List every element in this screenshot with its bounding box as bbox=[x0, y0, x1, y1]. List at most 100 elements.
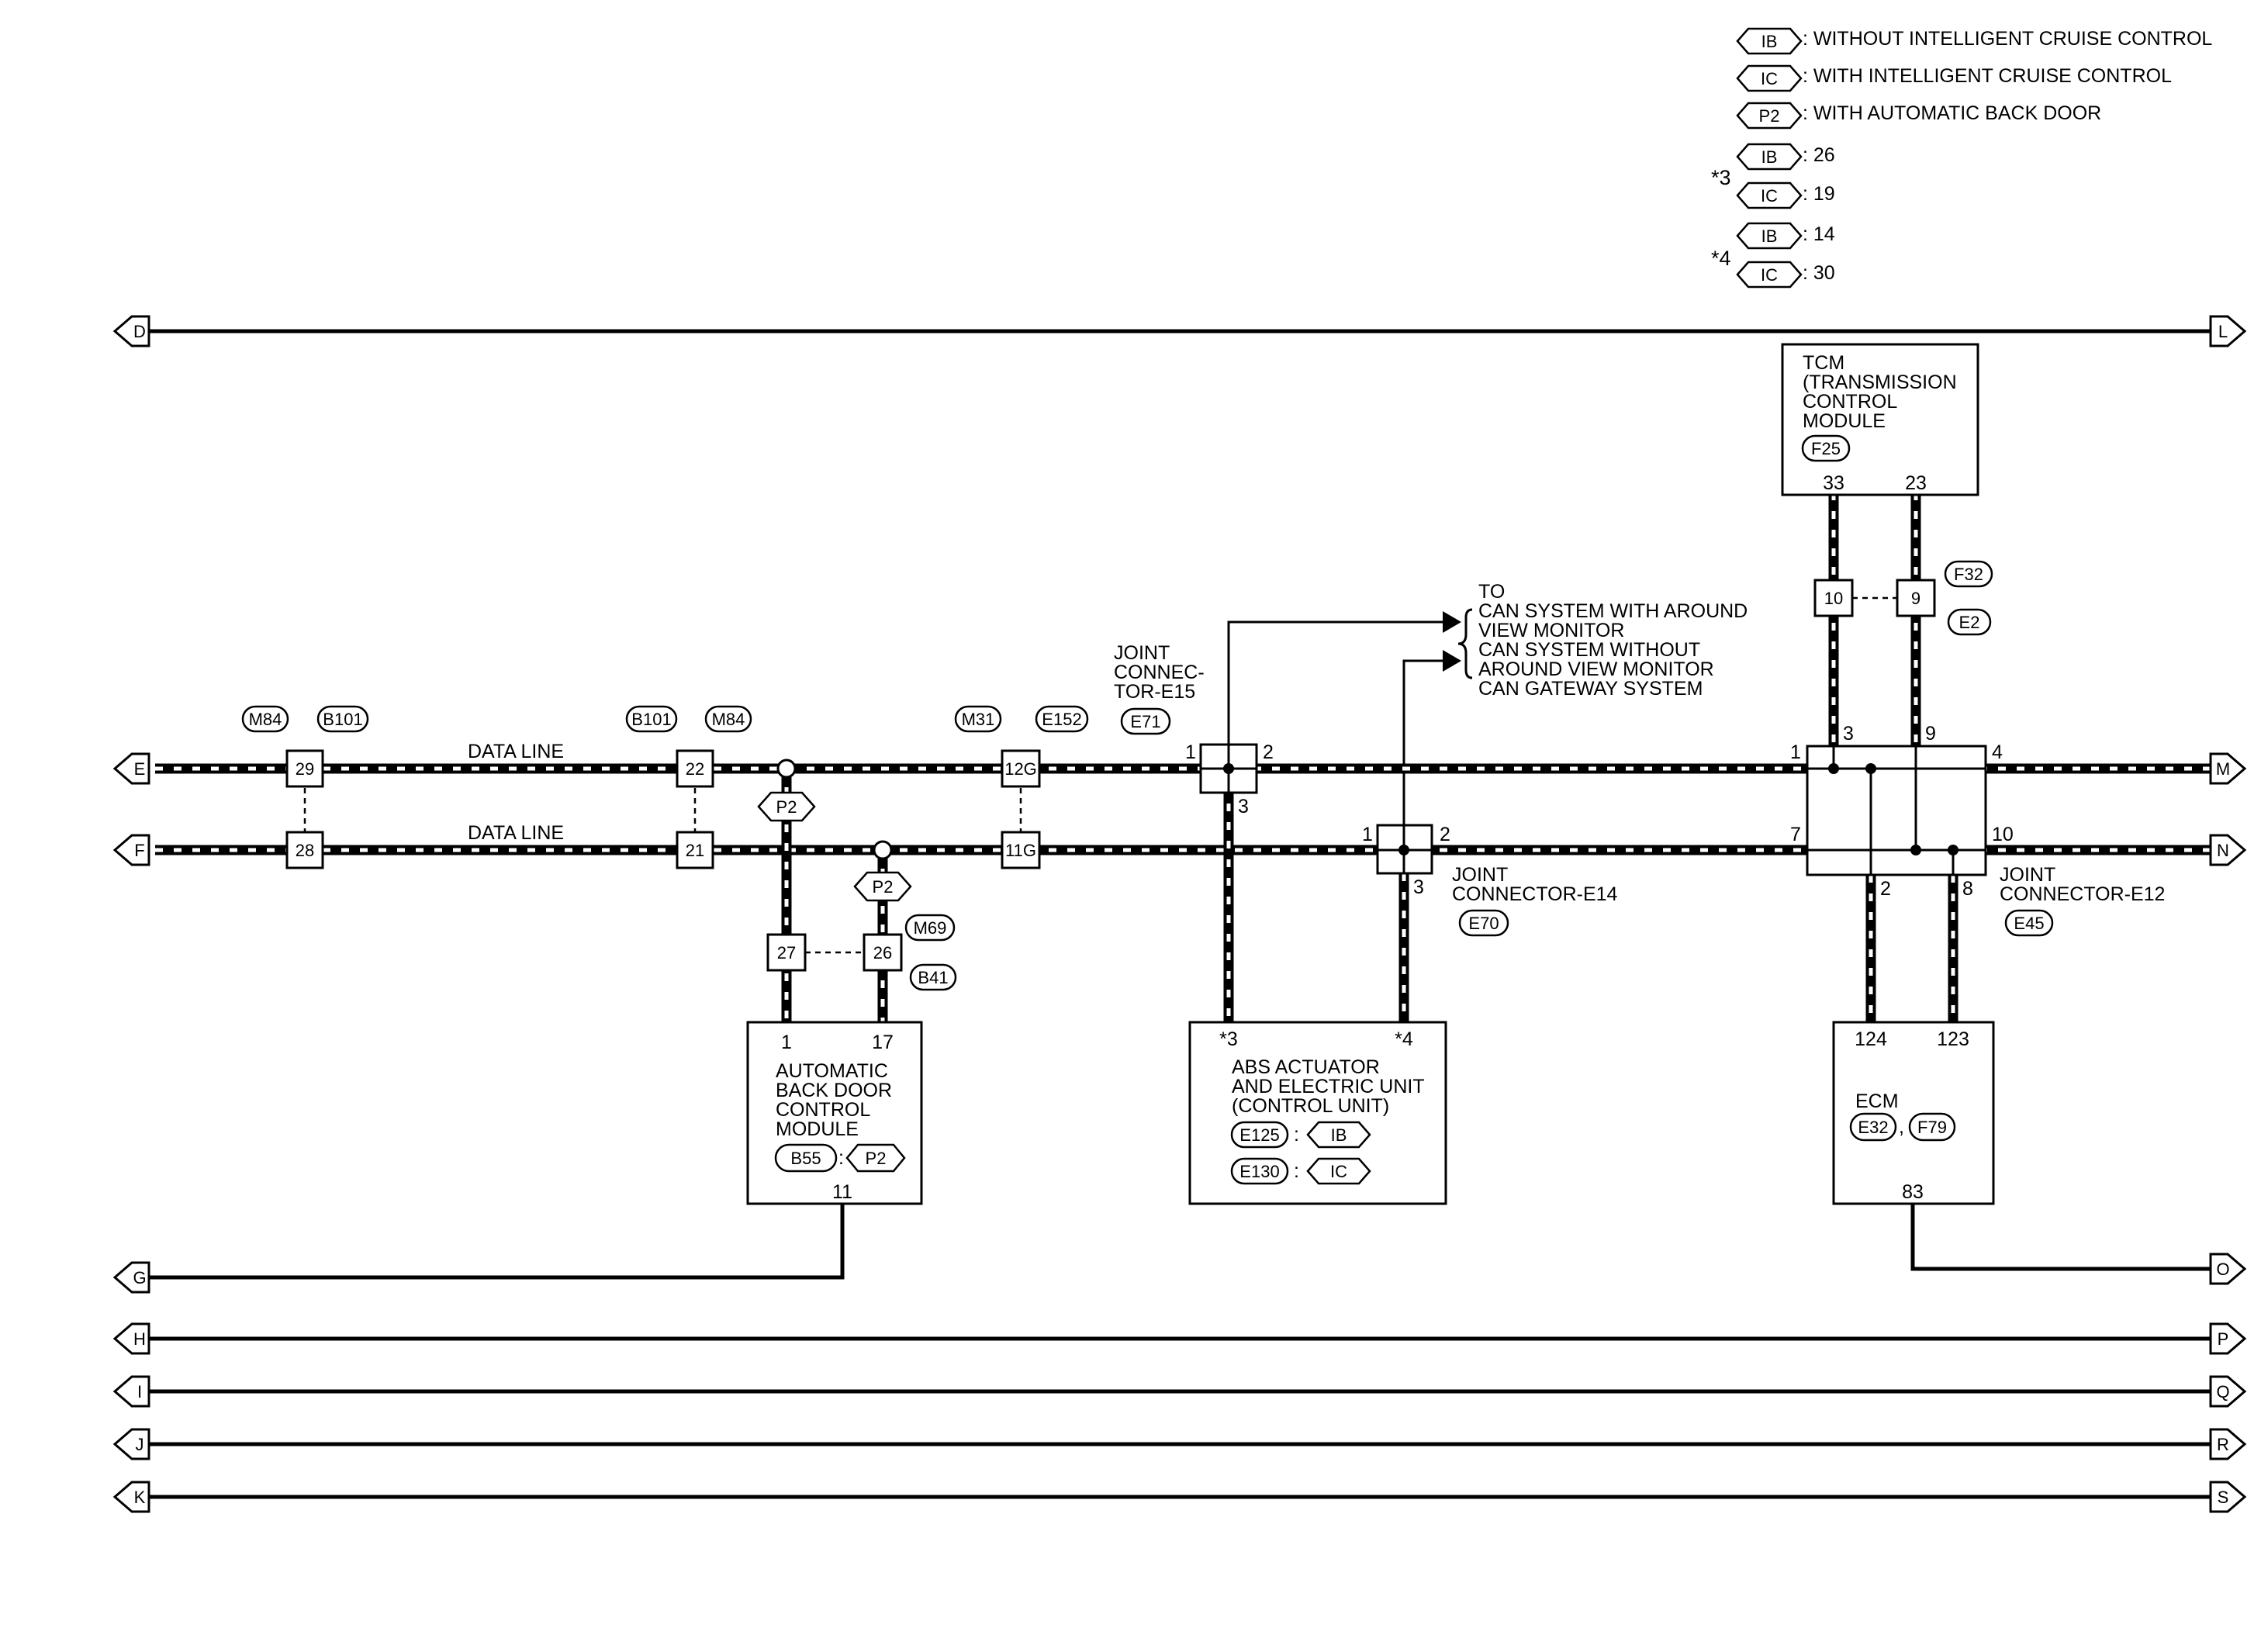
svg-text:B101: B101 bbox=[631, 710, 671, 729]
svg-text:N: N bbox=[2217, 841, 2229, 860]
svg-text:S: S bbox=[2218, 1488, 2229, 1507]
svg-text:1: 1 bbox=[1185, 741, 1196, 763]
svg-text:ECM: ECM bbox=[1855, 1090, 1899, 1112]
svg-text:1: 1 bbox=[1790, 741, 1801, 763]
automatic-back-door-control-module: 1 17 AUTOMATIC BACK DOOR CONTROL MODULE … bbox=[746, 1021, 923, 1205]
terminal-g: G bbox=[112, 1261, 150, 1294]
svg-text:P2: P2 bbox=[866, 1149, 887, 1168]
svg-text:B55: B55 bbox=[790, 1149, 821, 1168]
legend-item-p2: P2 : WITH AUTOMATIC BACK DOOR bbox=[1736, 102, 2101, 130]
legend: IB : WITHOUT INTELLIGENT CRUISE CONTROL … bbox=[1711, 27, 2212, 289]
svg-text:23: 23 bbox=[1905, 472, 1927, 494]
svg-text:7: 7 bbox=[1790, 824, 1801, 845]
legend-item-ic: IC : WITH INTELLIGENT CRUISE CONTROL bbox=[1736, 64, 2172, 92]
svg-text:10: 10 bbox=[1992, 824, 2014, 845]
terminal-m: M bbox=[2209, 752, 2247, 785]
svg-text:: 14: : 14 bbox=[1803, 223, 1835, 245]
svg-text:IC: IC bbox=[1761, 186, 1778, 206]
terminal-f: F bbox=[112, 834, 150, 866]
svg-text:MODULE: MODULE bbox=[1803, 410, 1886, 432]
svg-text:83: 83 bbox=[1902, 1181, 1924, 1203]
svg-text:M31: M31 bbox=[962, 710, 995, 729]
svg-text:E32: E32 bbox=[1858, 1118, 1888, 1137]
svg-text:M84: M84 bbox=[712, 710, 745, 729]
svg-text:K: K bbox=[134, 1488, 146, 1507]
connector-m84-b101-left: M84 B101 29 28 bbox=[241, 705, 369, 869]
svg-text:28: 28 bbox=[296, 841, 314, 860]
svg-text:1: 1 bbox=[1362, 824, 1373, 845]
svg-text:JOINT: JOINT bbox=[2000, 864, 2055, 886]
terminal-p: P bbox=[2209, 1322, 2247, 1355]
terminal-q: Q bbox=[2209, 1375, 2247, 1408]
svg-text:P: P bbox=[2218, 1329, 2229, 1349]
svg-text:*4: *4 bbox=[1711, 247, 1731, 270]
svg-text:AUTOMATIC: AUTOMATIC bbox=[776, 1060, 888, 1082]
svg-text:B101: B101 bbox=[323, 710, 362, 729]
svg-text:: 19: : 19 bbox=[1803, 183, 1835, 205]
svg-text:: 30: : 30 bbox=[1803, 262, 1835, 284]
terminal-k: K bbox=[112, 1481, 150, 1513]
terminal-n: N bbox=[2209, 834, 2247, 866]
svg-text:33: 33 bbox=[1823, 472, 1844, 494]
svg-text:3: 3 bbox=[1413, 876, 1424, 898]
terminal-e: E bbox=[112, 752, 150, 785]
svg-text:D: D bbox=[133, 322, 146, 341]
svg-text:CONTROL: CONTROL bbox=[776, 1099, 870, 1121]
tcm-module: TCM (TRANSMISSION CONTROL MODULE F25 33 … bbox=[1781, 343, 1979, 496]
svg-text:TCM: TCM bbox=[1803, 352, 1844, 374]
svg-text:9: 9 bbox=[1911, 589, 1920, 608]
svg-text:(CONTROL UNIT): (CONTROL UNIT) bbox=[1232, 1095, 1389, 1117]
svg-text:B41: B41 bbox=[918, 968, 948, 987]
can-branches bbox=[781, 492, 1958, 1022]
terminal-r: R bbox=[2209, 1428, 2247, 1460]
svg-text:: WITHOUT INTELLIGENT CRUISE C: : WITHOUT INTELLIGENT CRUISE CONTROL bbox=[1803, 28, 2212, 50]
data-line-label-high: DATA LINE bbox=[468, 741, 564, 762]
svg-text:IC: IC bbox=[1330, 1162, 1347, 1181]
svg-text:CAN SYSTEM WITHOUT: CAN SYSTEM WITHOUT bbox=[1478, 639, 1700, 661]
svg-text:2: 2 bbox=[1880, 878, 1891, 900]
terminal-h: H bbox=[112, 1322, 150, 1355]
svg-text:: WITH AUTOMATIC BACK DOOR: : WITH AUTOMATIC BACK DOOR bbox=[1803, 102, 2101, 124]
svg-text:E130: E130 bbox=[1239, 1162, 1279, 1181]
svg-text:TO: TO bbox=[1478, 581, 1505, 603]
svg-text:IC: IC bbox=[1761, 69, 1778, 88]
svg-text:124: 124 bbox=[1855, 1028, 1887, 1050]
svg-text:J: J bbox=[136, 1435, 144, 1454]
abs-actuator-electric-unit: *3 *4 ABS ACTUATOR AND ELECTRIC UNIT (CO… bbox=[1188, 1021, 1447, 1205]
svg-text:IB: IB bbox=[1761, 226, 1778, 246]
svg-text:(TRANSMISSION: (TRANSMISSION bbox=[1803, 372, 1957, 393]
svg-text:AND ELECTRIC UNIT: AND ELECTRIC UNIT bbox=[1232, 1076, 1425, 1097]
connector-m69-b41: 27 26 M69 B41 bbox=[766, 914, 957, 991]
svg-text:H: H bbox=[133, 1329, 146, 1349]
svg-text:IC: IC bbox=[1761, 265, 1778, 285]
data-line-label-low: DATA LINE bbox=[468, 822, 564, 844]
svg-text:E45: E45 bbox=[2014, 914, 2044, 933]
svg-text:P2: P2 bbox=[776, 797, 797, 817]
p2-splice-high: P2 bbox=[757, 759, 816, 822]
svg-text:P2: P2 bbox=[1759, 106, 1780, 126]
svg-text:AROUND VIEW MONITOR: AROUND VIEW MONITOR bbox=[1478, 658, 1714, 680]
svg-text:3: 3 bbox=[1843, 723, 1854, 745]
svg-text:*4: *4 bbox=[1395, 1028, 1413, 1050]
svg-text:O: O bbox=[2216, 1260, 2229, 1279]
to-can-system-note: TO CAN SYSTEM WITH AROUND VIEW MONITOR C… bbox=[1457, 581, 1748, 700]
svg-text:F: F bbox=[134, 841, 144, 860]
joint-connector-e14: 1 2 3 JOINT CONNECTOR-E14 E70 bbox=[1362, 824, 1618, 937]
svg-text:CAN SYSTEM WITH AROUND: CAN SYSTEM WITH AROUND bbox=[1478, 600, 1748, 622]
svg-text:10: 10 bbox=[1824, 589, 1843, 608]
svg-text:F32: F32 bbox=[1954, 565, 1983, 584]
svg-text::: : bbox=[1294, 1124, 1299, 1146]
right-terminals: L M N O P Q R S bbox=[2209, 315, 2247, 1513]
svg-text:2: 2 bbox=[1440, 824, 1450, 845]
svg-text:9: 9 bbox=[1925, 723, 1936, 745]
svg-text:1: 1 bbox=[781, 1032, 792, 1053]
legend-star3: *3 IB : 26 IC : 19 bbox=[1711, 143, 1835, 209]
joint-connector-e12: 1 3 9 4 7 10 2 8 JOINT CONNECTOR-E12 E45 bbox=[1790, 723, 2165, 937]
svg-text:8: 8 bbox=[1962, 878, 1973, 900]
svg-text:E2: E2 bbox=[1959, 613, 1980, 632]
terminal-d: D bbox=[112, 315, 150, 347]
svg-text:IB: IB bbox=[1331, 1125, 1347, 1145]
svg-text:22: 22 bbox=[686, 759, 704, 779]
svg-text:*3: *3 bbox=[1711, 166, 1731, 189]
